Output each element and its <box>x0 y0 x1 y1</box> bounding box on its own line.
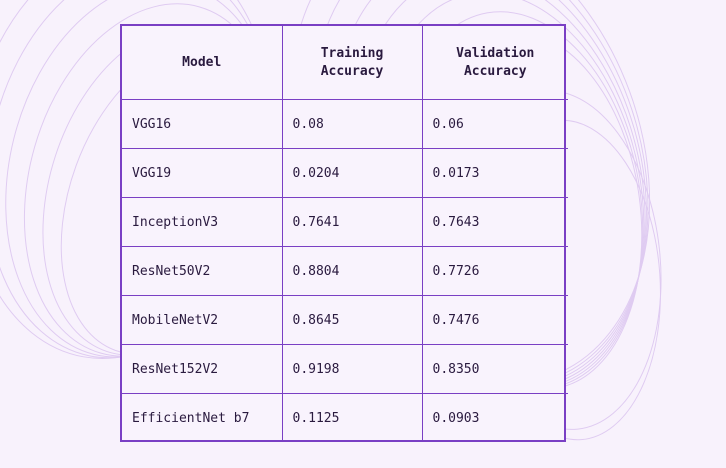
cell-model: ResNet50V2 <box>122 246 283 296</box>
table-row: VGG19 0.0204 0.0173 <box>122 148 568 198</box>
cell-model: VGG19 <box>122 148 283 198</box>
table-header-row: Model Training Accuracy Validation Accur… <box>122 26 568 100</box>
cell-validation-accuracy: 0.0903 <box>421 393 568 442</box>
cell-training-accuracy: 0.1125 <box>281 393 423 442</box>
cell-training-accuracy: 0.08 <box>281 99 423 149</box>
cell-training-accuracy: 0.7641 <box>281 197 423 247</box>
model-accuracy-table: Model Training Accuracy Validation Accur… <box>122 26 568 442</box>
cell-model: EfficientNet b7 <box>122 393 283 442</box>
cell-model: VGG16 <box>122 99 283 149</box>
cell-training-accuracy: 0.8645 <box>281 295 423 345</box>
cell-training-accuracy: 0.0204 <box>281 148 423 198</box>
cell-validation-accuracy: 0.7643 <box>421 197 568 247</box>
cell-model: ResNet152V2 <box>122 344 283 394</box>
table-row: MobileNetV2 0.8645 0.7476 <box>122 295 568 345</box>
cell-validation-accuracy: 0.0173 <box>421 148 568 198</box>
cell-validation-accuracy: 0.7726 <box>421 246 568 296</box>
column-header-label: Validation Accuracy <box>456 45 535 79</box>
cell-model: InceptionV3 <box>122 197 283 247</box>
column-header-label: Training Accuracy <box>320 45 384 79</box>
table-row: EfficientNet b7 0.1125 0.0903 <box>122 393 568 442</box>
column-header-label: Model <box>182 54 222 70</box>
column-header-validation-accuracy: Validation Accuracy <box>421 26 568 100</box>
column-header-model: Model <box>122 26 283 100</box>
cell-validation-accuracy: 0.7476 <box>421 295 568 345</box>
column-header-training-accuracy: Training Accuracy <box>281 26 423 100</box>
cell-validation-accuracy: 0.8350 <box>421 344 568 394</box>
cell-training-accuracy: 0.9198 <box>281 344 423 394</box>
table-row: InceptionV3 0.7641 0.7643 <box>122 197 568 247</box>
table-row: ResNet152V2 0.9198 0.8350 <box>122 344 568 394</box>
cell-model: MobileNetV2 <box>122 295 283 345</box>
table-row: VGG16 0.08 0.06 <box>122 99 568 149</box>
results-table-container: Model Training Accuracy Validation Accur… <box>120 24 568 442</box>
cell-training-accuracy: 0.8804 <box>281 246 423 296</box>
table-row: ResNet50V2 0.8804 0.7726 <box>122 246 568 296</box>
cell-validation-accuracy: 0.06 <box>421 99 568 149</box>
